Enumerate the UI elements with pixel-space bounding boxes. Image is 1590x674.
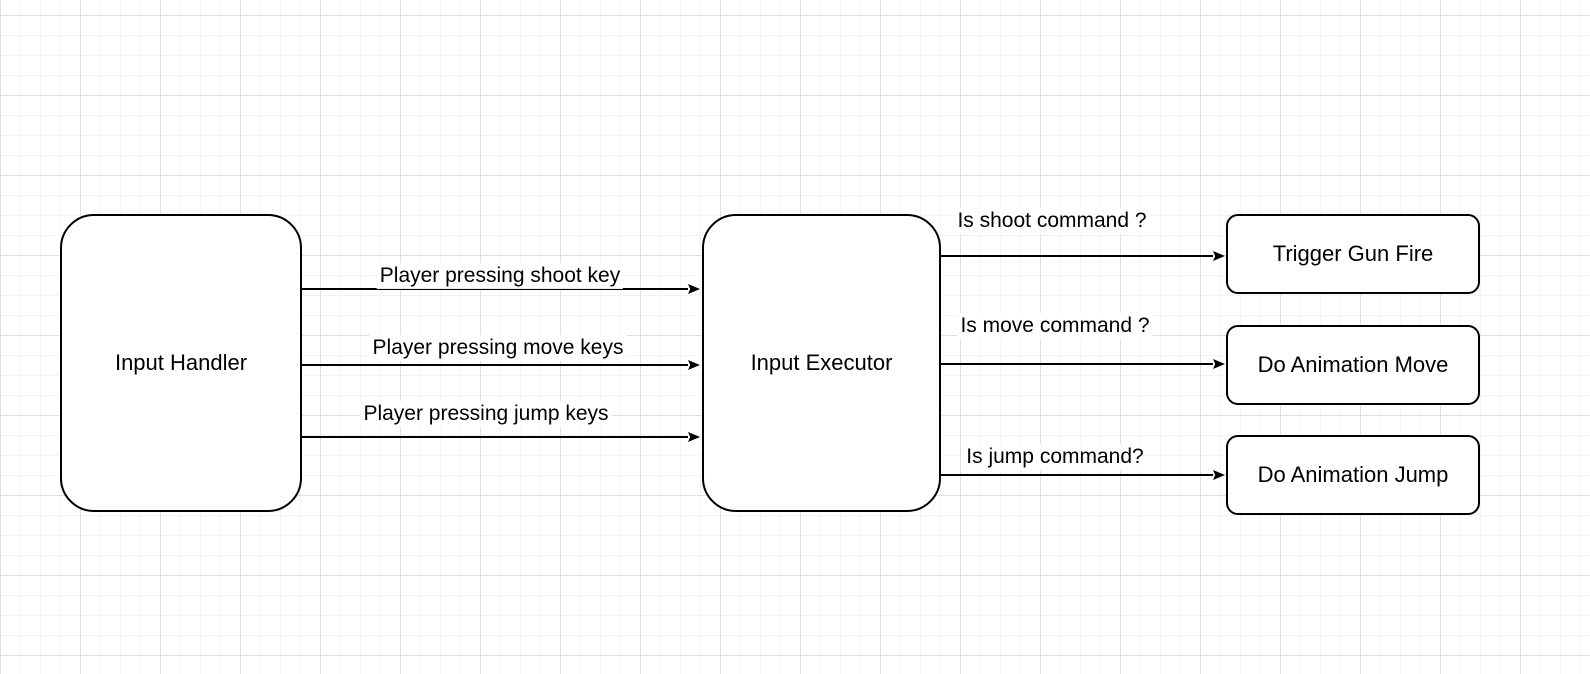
edge-label-is-shoot[interactable]: Is shoot command ? [954,207,1150,235]
node-do-animation-jump[interactable]: Do Animation Jump [1226,435,1480,515]
edge-label-jump-keys[interactable]: Player pressing jump keys [360,400,612,428]
node-input-handler[interactable]: Input Handler [60,214,302,512]
node-trigger-gun-fire-label: Trigger Gun Fire [1272,241,1434,266]
edge-label-move-keys[interactable]: Player pressing move keys [369,334,627,362]
node-do-animation-move-label: Do Animation Move [1257,352,1449,377]
node-input-executor[interactable]: Input Executor [702,214,941,512]
node-do-animation-jump-label: Do Animation Jump [1257,462,1449,487]
node-trigger-gun-fire[interactable]: Trigger Gun Fire [1226,214,1480,294]
edge-label-is-move[interactable]: Is move command ? [957,312,1153,340]
node-do-animation-move[interactable]: Do Animation Move [1226,325,1480,405]
node-input-handler-label: Input Handler [114,350,248,375]
edge-label-shoot-key[interactable]: Player pressing shoot key [376,262,624,290]
node-input-executor-label: Input Executor [750,350,893,375]
edge-label-is-jump[interactable]: Is jump command? [963,443,1147,471]
